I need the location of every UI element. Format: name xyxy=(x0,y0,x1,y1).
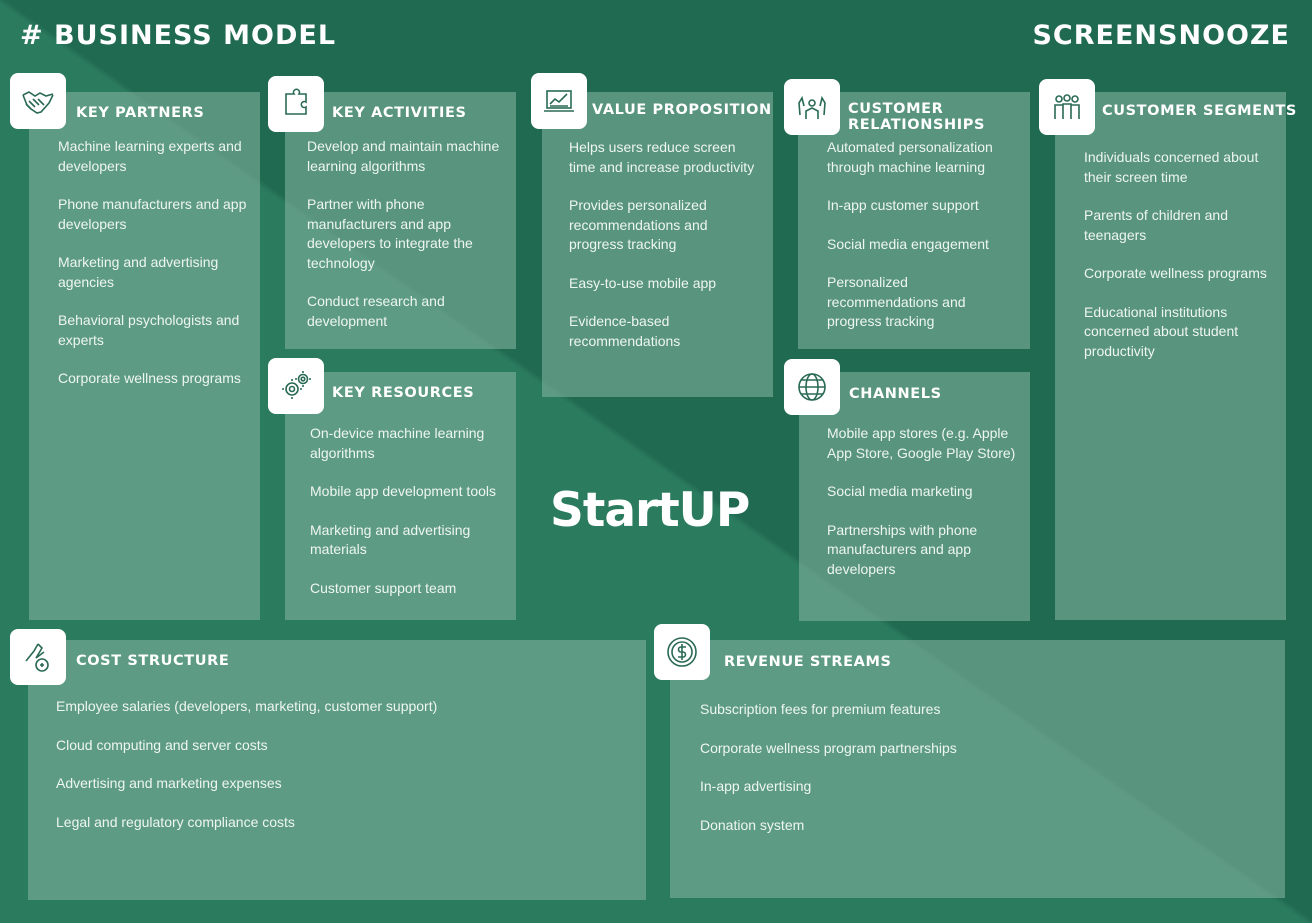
list-item: Develop and maintain machine learning al… xyxy=(307,138,500,174)
key-partners-card xyxy=(29,92,260,620)
list-item: Mobile app stores (e.g. Apple App Store,… xyxy=(827,425,1016,461)
customer-relationships-title: CUSTOMER RELATIONSHIPS xyxy=(848,101,985,133)
list-item: Corporate wellness programs xyxy=(1084,265,1267,281)
key-partners-title: KEY PARTNERS xyxy=(76,105,205,121)
value-proposition-list: Helps users reduce screen time and incre… xyxy=(569,138,759,370)
value-proposition-title: VALUE PROPOSITION xyxy=(592,102,772,118)
key-resources-title: KEY RESOURCES xyxy=(332,385,475,401)
list-item: Employee salaries (developers, marketing… xyxy=(56,698,438,714)
customer-segments-card xyxy=(1055,92,1286,620)
page-title: # BUSINESS MODEL xyxy=(20,20,337,51)
list-item: Donation system xyxy=(700,816,805,833)
key-activities-card xyxy=(285,92,516,349)
channels-card xyxy=(799,372,1030,621)
list-item: Customer support team xyxy=(310,579,457,596)
list-item: Parents of children and teenagers xyxy=(1084,207,1228,243)
brand-name: SCREENSNOOZE xyxy=(1032,20,1290,51)
handshake-icon xyxy=(10,73,66,129)
list-item: Advertising and marketing expenses xyxy=(56,775,282,791)
cost-structure-title: COST STRUCTURE xyxy=(76,653,230,669)
key-partners-list: Machine learning experts and developers … xyxy=(58,137,248,408)
list-item: Partnerships with phone manufacturers an… xyxy=(827,521,978,577)
channels-list: Mobile app stores (e.g. Apple App Store,… xyxy=(827,424,1022,598)
key-resources-card xyxy=(285,372,516,620)
list-item: In-app advertising xyxy=(700,778,812,794)
customer-segments-list: Individuals concerned about their screen… xyxy=(1084,148,1274,380)
key-activities-title: KEY ACTIVITIES xyxy=(332,105,467,121)
revenue-streams-list: Subscription fees for premium features C… xyxy=(700,700,1260,854)
list-item: Partner with phone manufacturers and app… xyxy=(307,196,473,271)
puzzle-icon xyxy=(268,76,324,132)
customer-segments-title: CUSTOMER SEGMENTS xyxy=(1102,103,1297,119)
hand-coin-icon xyxy=(10,629,66,685)
startup-logo: StartUP xyxy=(550,483,750,538)
value-proposition-card xyxy=(542,92,773,397)
list-item: Corporate wellness program partnerships xyxy=(700,739,957,756)
list-item: Legal and regulatory compliance costs xyxy=(56,813,295,830)
revenue-streams-title: REVENUE STREAMS xyxy=(724,654,892,670)
list-item: Automated personalization through machin… xyxy=(827,139,993,175)
title-line: RELATIONSHIPS xyxy=(848,117,985,133)
list-item: Machine learning experts and developers xyxy=(58,138,242,174)
list-item: Individuals concerned about their screen… xyxy=(1084,149,1259,185)
list-item: Cloud computing and server costs xyxy=(56,736,268,753)
key-activities-list: Develop and maintain machine learning al… xyxy=(307,137,502,350)
revenue-streams-card xyxy=(670,640,1285,898)
list-item: Helps users reduce screen time and incre… xyxy=(569,139,755,175)
list-item: Mobile app development tools xyxy=(310,483,497,499)
customer-relationships-list: Automated personalization through machin… xyxy=(827,138,1022,351)
list-item: Conduct research and development xyxy=(307,293,445,329)
list-item: Easy-to-use mobile app xyxy=(569,274,717,291)
channels-title: CHANNELS xyxy=(849,386,942,402)
list-item: Provides personalized recommendations an… xyxy=(569,197,708,252)
presentation-chart-icon xyxy=(531,73,587,129)
people-group-icon xyxy=(1039,79,1095,135)
list-item: Subscription fees for premium features xyxy=(700,701,941,717)
gears-icon xyxy=(268,358,324,414)
list-item: Behavioral psychologists and experts xyxy=(58,312,240,348)
title-line: CUSTOMER xyxy=(848,101,944,117)
list-item: Personalized recommendations and progres… xyxy=(827,274,966,329)
list-item: Marketing and advertising materials xyxy=(310,521,471,558)
raised-hands-icon xyxy=(784,79,840,135)
list-item: Phone manufacturers and app developers xyxy=(58,196,247,232)
cost-structure-list: Employee salaries (developers, marketing… xyxy=(56,697,616,851)
list-item: Social media engagement xyxy=(827,235,989,252)
list-item: Evidence-based recommendations xyxy=(569,313,681,349)
list-item: Marketing and advertising agencies xyxy=(58,254,219,290)
list-item: In-app customer support xyxy=(827,197,979,213)
list-item: Social media marketing xyxy=(827,483,973,499)
key-resources-list: On-device machine learning algorithms Mo… xyxy=(310,424,505,617)
list-item: On-device machine learning algorithms xyxy=(310,425,485,461)
globe-icon xyxy=(784,359,840,415)
dollar-coin-icon xyxy=(654,624,710,680)
list-item: Educational institutions concerned about… xyxy=(1084,303,1239,359)
list-item: Corporate wellness programs xyxy=(58,370,241,386)
customer-relationships-card xyxy=(798,92,1030,349)
cost-structure-card xyxy=(28,640,646,900)
